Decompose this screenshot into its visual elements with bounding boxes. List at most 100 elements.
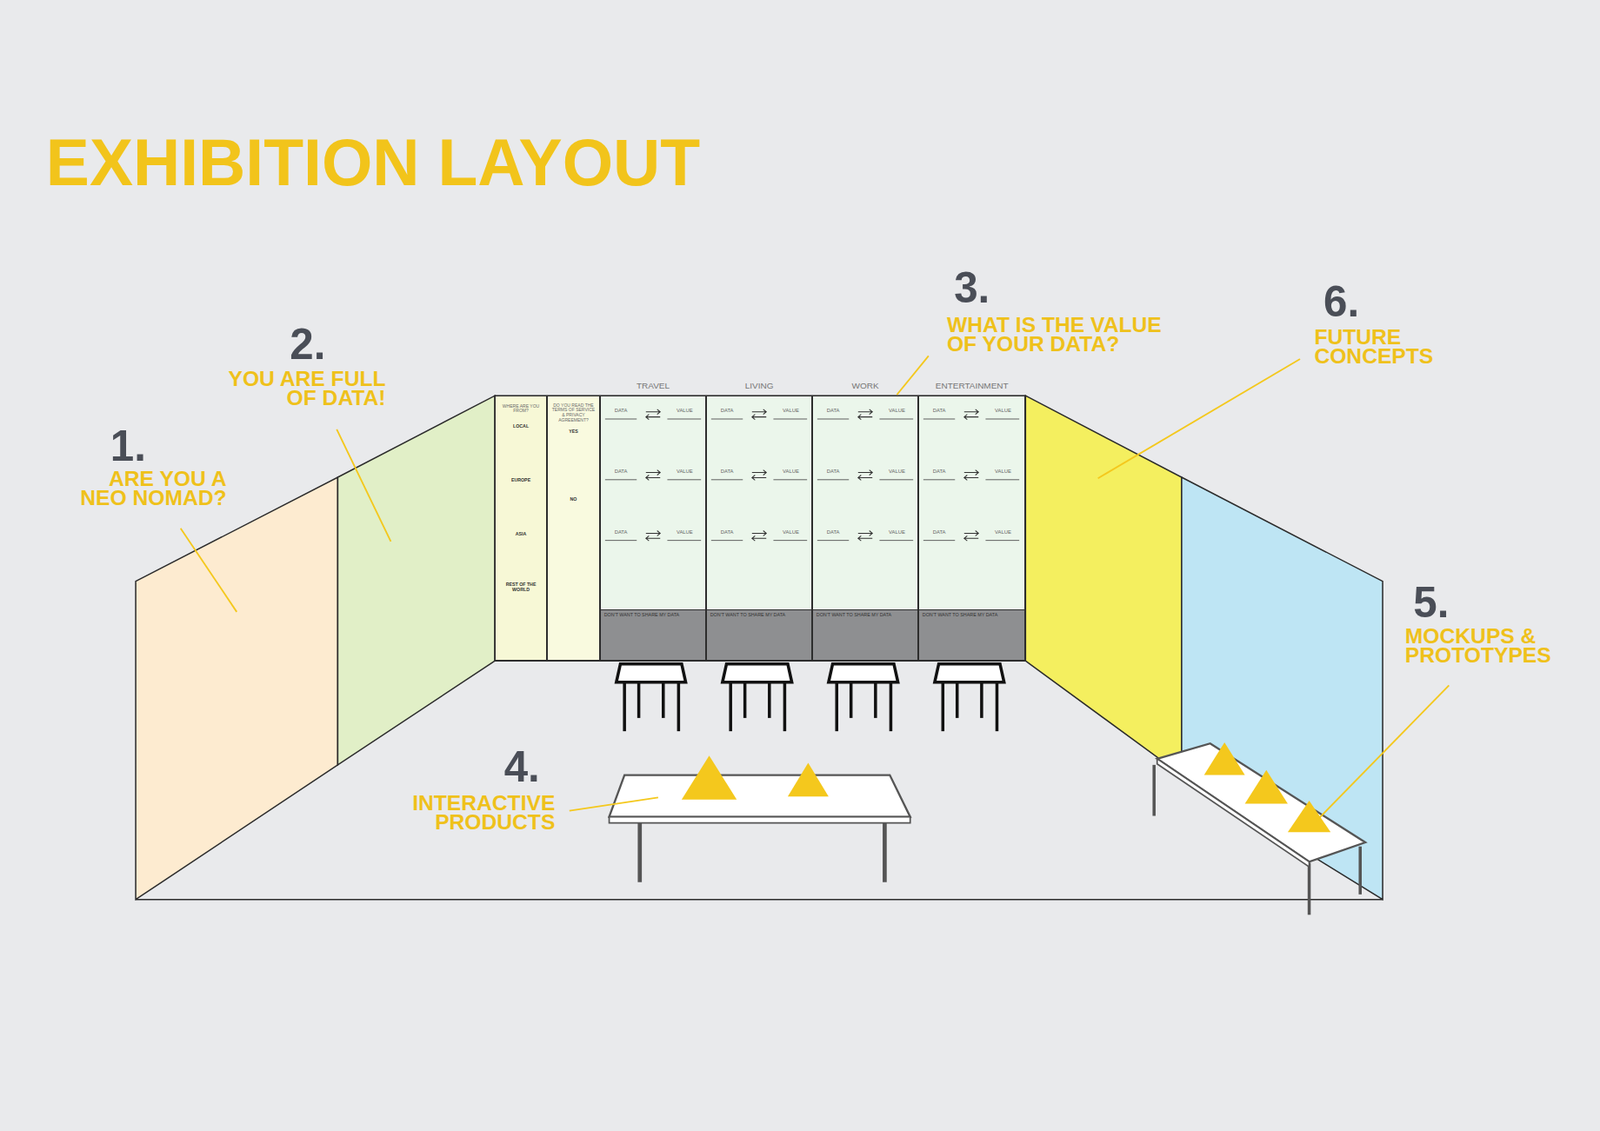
desk	[722, 664, 793, 732]
callout-number: 1.	[110, 424, 172, 467]
field-underline	[666, 419, 701, 420]
data-field: DATA	[816, 407, 851, 414]
data-field: DATA	[604, 529, 639, 536]
callout-number: 5.	[1413, 580, 1474, 624]
leader-line	[569, 797, 659, 811]
wall-panel	[1025, 395, 1182, 775]
category-panel: LIVINGDATAVALUEDATAVALUEDATAVALUEDON'T W…	[706, 395, 813, 661]
question-text: DO YOU READ THE TERMS OF SERVICE & PRIVA…	[549, 403, 597, 424]
leader-lines	[180, 355, 1450, 821]
desk-leg	[677, 682, 681, 732]
exchange-arrow	[646, 414, 660, 420]
data-field: DATA	[922, 407, 957, 414]
callout-text: FUTURE CONCEPTS	[1313, 327, 1441, 367]
value-field: VALUE	[666, 407, 702, 414]
desk-leg	[743, 682, 747, 719]
desk-leg	[873, 682, 878, 719]
wall-panel	[135, 477, 338, 900]
callout-text: YOU ARE FULL OF DATA!	[217, 369, 387, 408]
category-heading: LIVING	[706, 380, 813, 391]
category-panel: ENTERTAINMENTDATAVALUEDATAVALUEDATAVALUE…	[918, 395, 1026, 661]
exchange-arrow	[858, 414, 873, 420]
category-panel: WORKDATAVALUEDATAVALUEDATAVALUEDON'T WAN…	[812, 395, 919, 661]
desk-top	[934, 664, 1005, 683]
table-leg	[882, 823, 887, 883]
desk-leg	[980, 682, 984, 719]
product-marker	[787, 763, 829, 798]
value-field: VALUE	[880, 407, 915, 414]
exchange-arrow	[964, 409, 979, 415]
exchange-arrow	[858, 536, 873, 542]
answer-option: EUROPE	[498, 477, 545, 483]
exchange-arrow	[752, 470, 767, 476]
exchange-arrow	[858, 470, 873, 476]
floor-edge	[135, 899, 1383, 901]
callout-number: 4.	[504, 745, 566, 788]
desk-leg	[834, 682, 839, 732]
back-wall	[494, 395, 1026, 661]
prototype-marker	[1204, 742, 1246, 776]
callout-text: INTERACTIVE PRODUCTS	[406, 793, 555, 833]
callout-number: 2.	[289, 322, 351, 366]
desk-top	[616, 664, 687, 683]
question-panel: WHERE ARE YOU FROM?LOCALEUROPEASIAREST O…	[494, 395, 547, 661]
exchange-arrow	[752, 414, 767, 420]
desk-top	[828, 664, 899, 683]
leader-line	[1098, 359, 1300, 479]
field-underline	[923, 480, 955, 481]
field-underline	[666, 480, 701, 481]
desk-leg	[941, 682, 946, 732]
field-underline	[880, 419, 914, 420]
opt-out-text: DON'T WANT TO SHARE MY DATA	[710, 612, 809, 618]
exchange-arrow	[646, 536, 660, 542]
exchange-arrow	[964, 414, 979, 420]
field-underline	[605, 419, 637, 420]
field-underline	[817, 419, 849, 420]
desk-leg	[889, 682, 894, 732]
exchange-arrow	[964, 470, 979, 476]
opt-out-band: DON'T WANT TO SHARE MY DATA	[918, 609, 1026, 662]
leader-line	[1316, 685, 1450, 821]
opt-out-text: DON'T WANT TO SHARE MY DATA	[922, 612, 1022, 618]
exchange-arrow	[858, 531, 873, 537]
field-underline	[773, 540, 807, 541]
leader-line	[180, 528, 238, 613]
data-field: DATA	[710, 407, 745, 414]
desk	[934, 664, 1005, 732]
field-underline	[711, 419, 743, 420]
data-field: DATA	[604, 468, 639, 475]
prototype-marker	[1245, 770, 1288, 805]
exchange-arrow	[752, 409, 767, 415]
value-field: VALUE	[880, 529, 915, 536]
leader-line	[336, 429, 391, 542]
opt-out-band: DON'T WANT TO SHARE MY DATA	[600, 609, 707, 662]
field-underline	[986, 480, 1020, 481]
category-heading: ENTERTAINMENT	[918, 380, 1026, 391]
field-underline	[880, 480, 914, 481]
value-field: VALUE	[773, 407, 808, 414]
exchange-arrow	[964, 531, 979, 537]
field-underline	[817, 540, 849, 541]
field-underline	[605, 480, 637, 481]
field-underline	[605, 540, 637, 541]
callout-text: ARE YOU A NEO NOMAD?	[63, 469, 227, 508]
field-underline	[817, 480, 849, 481]
value-field: VALUE	[666, 468, 702, 475]
callout-number: 3.	[953, 266, 1015, 309]
exchange-arrow	[646, 531, 660, 537]
answer-option: REST OF THE WORLD	[498, 581, 545, 593]
desk-leg	[661, 682, 666, 719]
desk-leg	[767, 682, 772, 719]
desk-leg	[728, 682, 733, 732]
desk-top	[722, 664, 793, 683]
opt-out-text: DON'T WANT TO SHARE MY DATA	[816, 612, 915, 618]
answer-option: LOCAL	[498, 423, 545, 429]
wall-panel	[337, 395, 495, 766]
category-panel: TRAVELDATAVALUEDATAVALUEDATAVALUEDON'T W…	[600, 395, 707, 661]
field-underline	[986, 540, 1020, 541]
table-leg	[1358, 846, 1362, 895]
value-field: VALUE	[666, 529, 702, 536]
field-underline	[711, 540, 743, 541]
data-field: DATA	[922, 468, 957, 475]
